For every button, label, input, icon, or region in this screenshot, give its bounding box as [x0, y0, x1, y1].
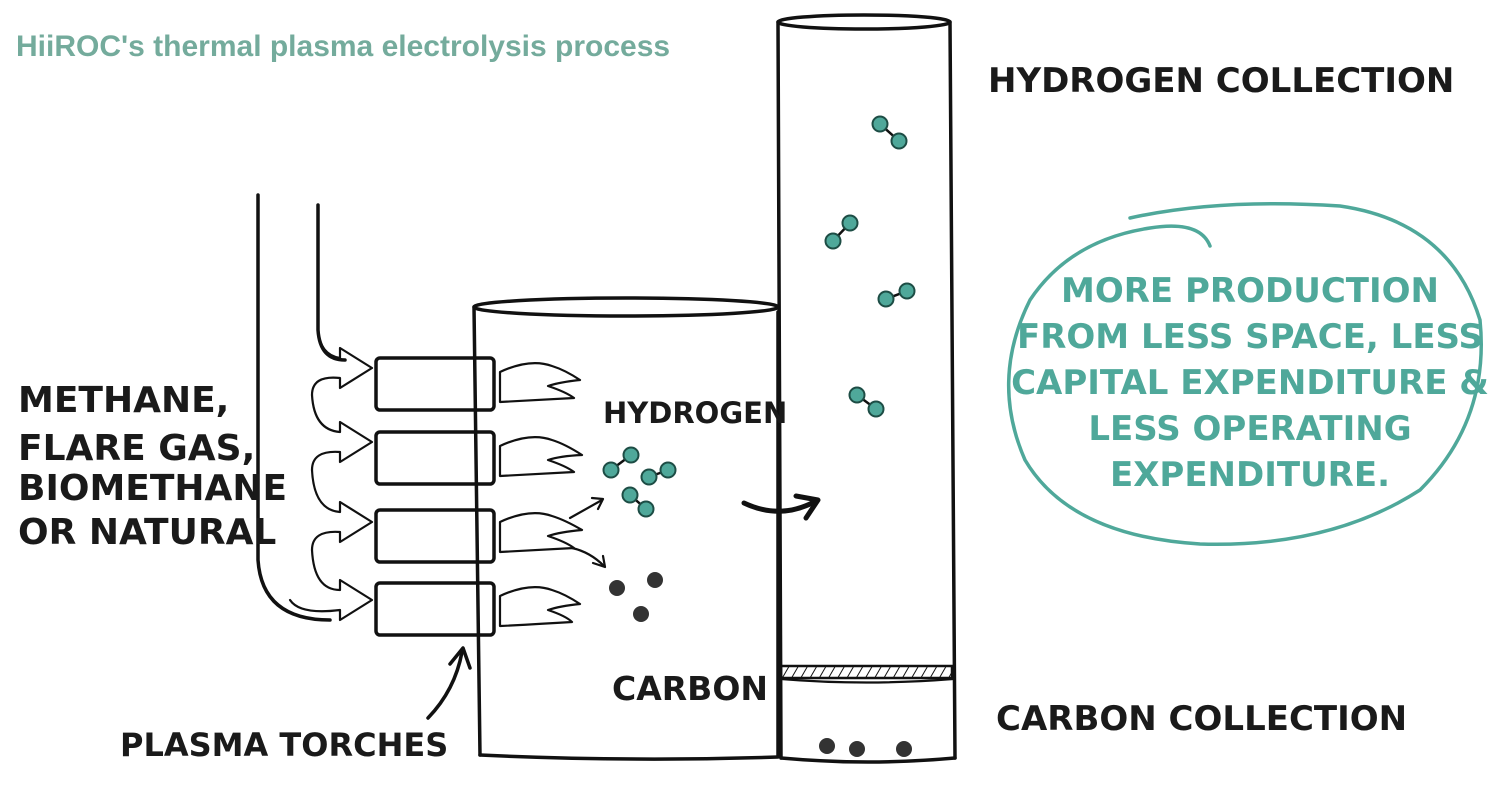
- callout-bubble: [1007, 201, 1483, 547]
- hydrogen-molecule: [848, 386, 885, 418]
- torch-2: [374, 430, 496, 486]
- hydrogen-molecule: [877, 282, 916, 308]
- plasma-torches-label: PLASMA TORCHES: [120, 726, 448, 764]
- torch-4: [374, 581, 496, 637]
- torch-3: [374, 508, 496, 564]
- feed-pipes: [256, 193, 347, 622]
- transfer-arrow: [741, 493, 821, 521]
- plasma-flames: [498, 361, 584, 628]
- hydrogen-molecule: [824, 214, 859, 250]
- feed-arrows: [288, 328, 374, 622]
- torches-pointer-arrow: [426, 646, 472, 720]
- callout-line-3: CAPITAL EXPENDITURE &: [1011, 363, 1489, 403]
- hydrogen-collection-label: HYDROGEN COLLECTION: [988, 61, 1454, 101]
- callout-line-1: MORE PRODUCTION: [1061, 271, 1439, 311]
- hydrogen-molecule: [640, 461, 677, 486]
- callout-line-2: FROM LESS SPACE, LESS: [1017, 317, 1483, 357]
- carbon-particle: [896, 741, 912, 757]
- hydrogen-molecule: [621, 486, 655, 518]
- callout-line-5: EXPENDITURE.: [1110, 455, 1390, 495]
- feedstock-line-4: OR NATURAL: [18, 512, 276, 553]
- carbon-particle: [849, 741, 865, 757]
- hydrogen-label: HYDROGEN: [603, 396, 787, 430]
- carbon-collection-label: CARBON COLLECTION: [996, 699, 1407, 739]
- feedstock-line-1: METHANE,: [18, 380, 229, 421]
- carbon-label: CARBON: [612, 669, 768, 708]
- carbon-particle: [633, 606, 649, 622]
- callout-text: MORE PRODUCTION FROM LESS SPACE, LESS CA…: [1011, 271, 1489, 495]
- feedstock-line-2: FLARE GAS,: [18, 428, 255, 469]
- callout-line-4: LESS OPERATING: [1088, 409, 1411, 449]
- hydrogen-molecule: [602, 446, 640, 479]
- hydrogen-molecule: [871, 115, 908, 150]
- carbon-filter: [779, 664, 955, 684]
- diagram-title: HiiROC's thermal plasma electrolysis pro…: [16, 30, 671, 63]
- torch-1: [374, 356, 496, 412]
- feedstock-line-3: BIOMETHANE: [18, 468, 287, 509]
- collection-column: [776, 13, 957, 764]
- carbon-particles: [609, 572, 912, 757]
- carbon-particle: [647, 572, 663, 588]
- feedstock-label: METHANE, FLARE GAS, BIOMETHANE OR NATURA…: [18, 380, 287, 553]
- reaction-arrows: [568, 496, 607, 569]
- carbon-particle: [609, 580, 625, 596]
- plasma-torches: [374, 356, 496, 637]
- carbon-particle: [819, 738, 835, 754]
- hydrogen-molecules: [602, 115, 916, 518]
- reactor-vessel: [472, 296, 780, 761]
